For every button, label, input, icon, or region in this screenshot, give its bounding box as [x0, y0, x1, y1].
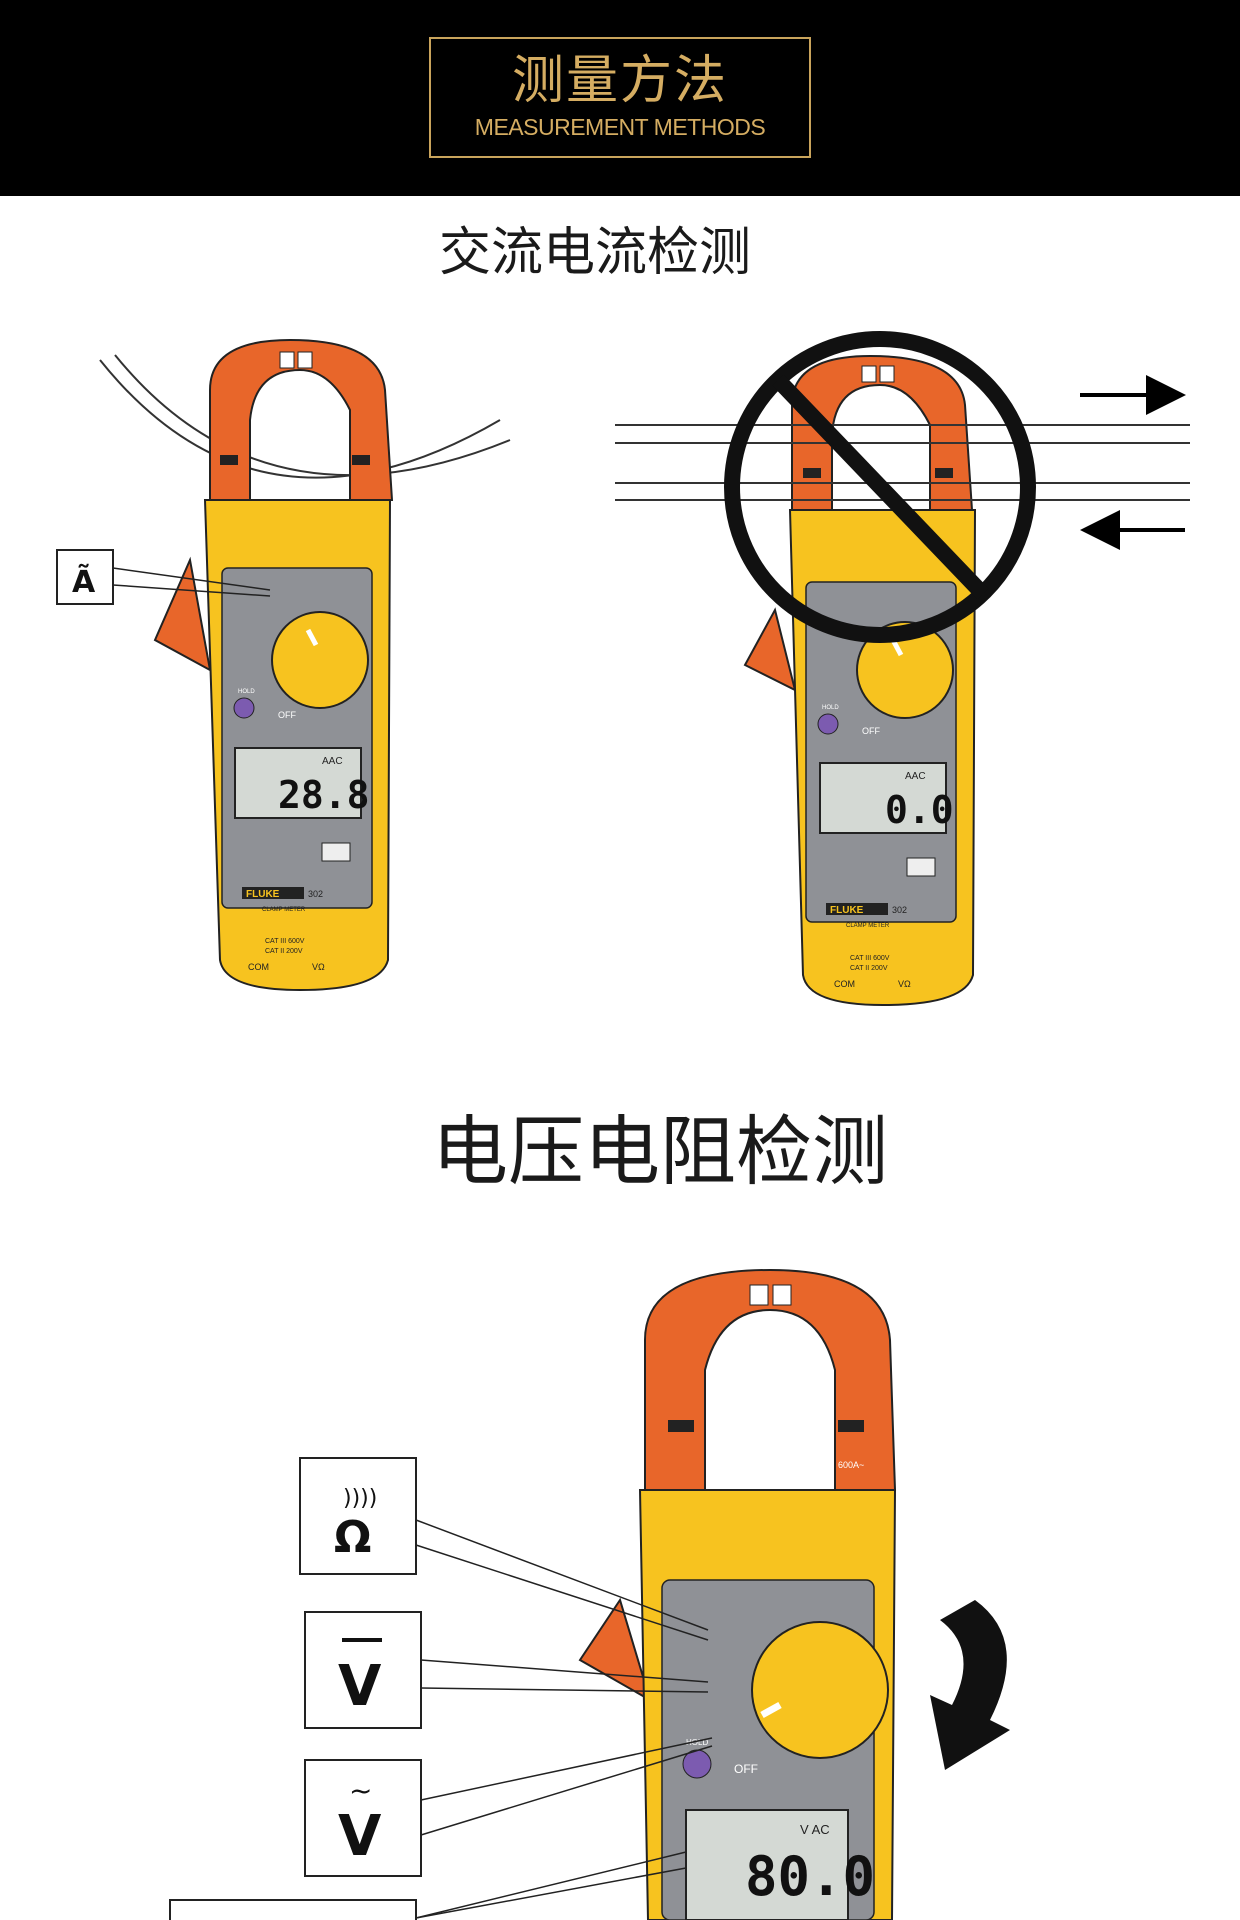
backlight-button[interactable]: [906, 857, 936, 877]
callout-ac-voltage: [304, 1759, 422, 1877]
subtitle-label: CLAMP METER: [846, 923, 890, 929]
model-label: 302: [308, 889, 323, 899]
lcd-display: [685, 1809, 849, 1920]
clamp-jaw: [791, 354, 974, 511]
callout-vac-label: V: [338, 1804, 382, 1869]
hold-button[interactable]: [817, 713, 839, 735]
hold-label: HOLD: [686, 1738, 708, 1747]
brand-label: FLUKE: [830, 905, 864, 916]
callout-ohm-label: Ω: [334, 1512, 371, 1563]
lcd-value: 0.0: [885, 788, 954, 832]
trigger-grip: [153, 556, 212, 672]
lcd-display: [819, 762, 947, 834]
lcd-value: 28.8: [278, 773, 370, 817]
off-label: OFF: [862, 726, 880, 736]
callout-box: [56, 549, 114, 605]
rotate-arrow-icon: [930, 1600, 1010, 1770]
off-label: OFF: [734, 1762, 758, 1776]
svg-text:)))): )))): [343, 1486, 377, 1511]
rotary-dial[interactable]: [751, 1621, 889, 1759]
rotary-dial[interactable]: [271, 611, 369, 709]
clamp-meter-right: HOLD OFF AAC 0.0 FLUKE 302 CLAMP METER C…: [615, 331, 1190, 1007]
subtitle-label: CLAMP METER: [262, 907, 306, 913]
page-subtitle: MEASUREMENT METHODS: [474, 114, 766, 140]
callout-dc-voltage: [304, 1611, 422, 1729]
cat-rating-1: CAT III 600V: [850, 955, 890, 962]
clamp-jaw: [644, 1268, 897, 1491]
brand-label: FLUKE: [246, 889, 280, 900]
lcd-unit: AAC: [905, 771, 926, 782]
hold-button[interactable]: [233, 697, 255, 719]
backlight-button[interactable]: [321, 842, 351, 862]
svg-text:~: ~: [349, 1774, 372, 1807]
v-jack-label: VΩ: [312, 962, 325, 972]
lcd-value: 80.0: [745, 1845, 875, 1908]
clamp-meter-voltage: 600A~ HOLD OFF V AC 80.0 )))) Ω V ~ V: [169, 1268, 1010, 1920]
lcd-display: [234, 747, 362, 819]
clamp-jaw: [209, 338, 394, 501]
com-jack-label: COM: [248, 962, 269, 972]
hold-label: HOLD: [238, 689, 255, 695]
off-label: OFF: [278, 710, 296, 720]
title-frame: 测量方法 MEASUREMENT METHODS: [429, 37, 811, 158]
model-label: 302: [892, 905, 907, 915]
callout-resistance: [299, 1457, 417, 1575]
jaw-rating: 600A~: [838, 1460, 864, 1470]
page-header: 测量方法 MEASUREMENT METHODS: [0, 0, 1240, 196]
cat-rating-1: CAT III 600V: [265, 938, 305, 945]
rotary-dial[interactable]: [856, 621, 954, 719]
section-title-voltage-resistance: 电压电阻检测: [432, 1107, 888, 1196]
hold-label: HOLD: [822, 705, 839, 711]
clamp-meter-left: HOLD OFF AAC 28.8 FLUKE 302 CLAMP METER …: [56, 338, 511, 992]
callout-vdc-label: V: [338, 1654, 382, 1719]
com-jack-label: COM: [834, 979, 855, 989]
lcd-unit: AAC: [322, 756, 343, 767]
section-title-ac-current: 交流电流检测: [438, 223, 751, 283]
lcd-unit: V AC: [800, 1822, 830, 1837]
v-jack-label: VΩ: [898, 979, 911, 989]
page-title: 测量方法: [511, 51, 728, 111]
callout-label: Ã: [72, 563, 96, 600]
prohibited-icon: [724, 331, 1036, 643]
cat-rating-2: CAT II 200V: [850, 965, 888, 972]
cat-rating-2: CAT II 200V: [265, 948, 303, 955]
